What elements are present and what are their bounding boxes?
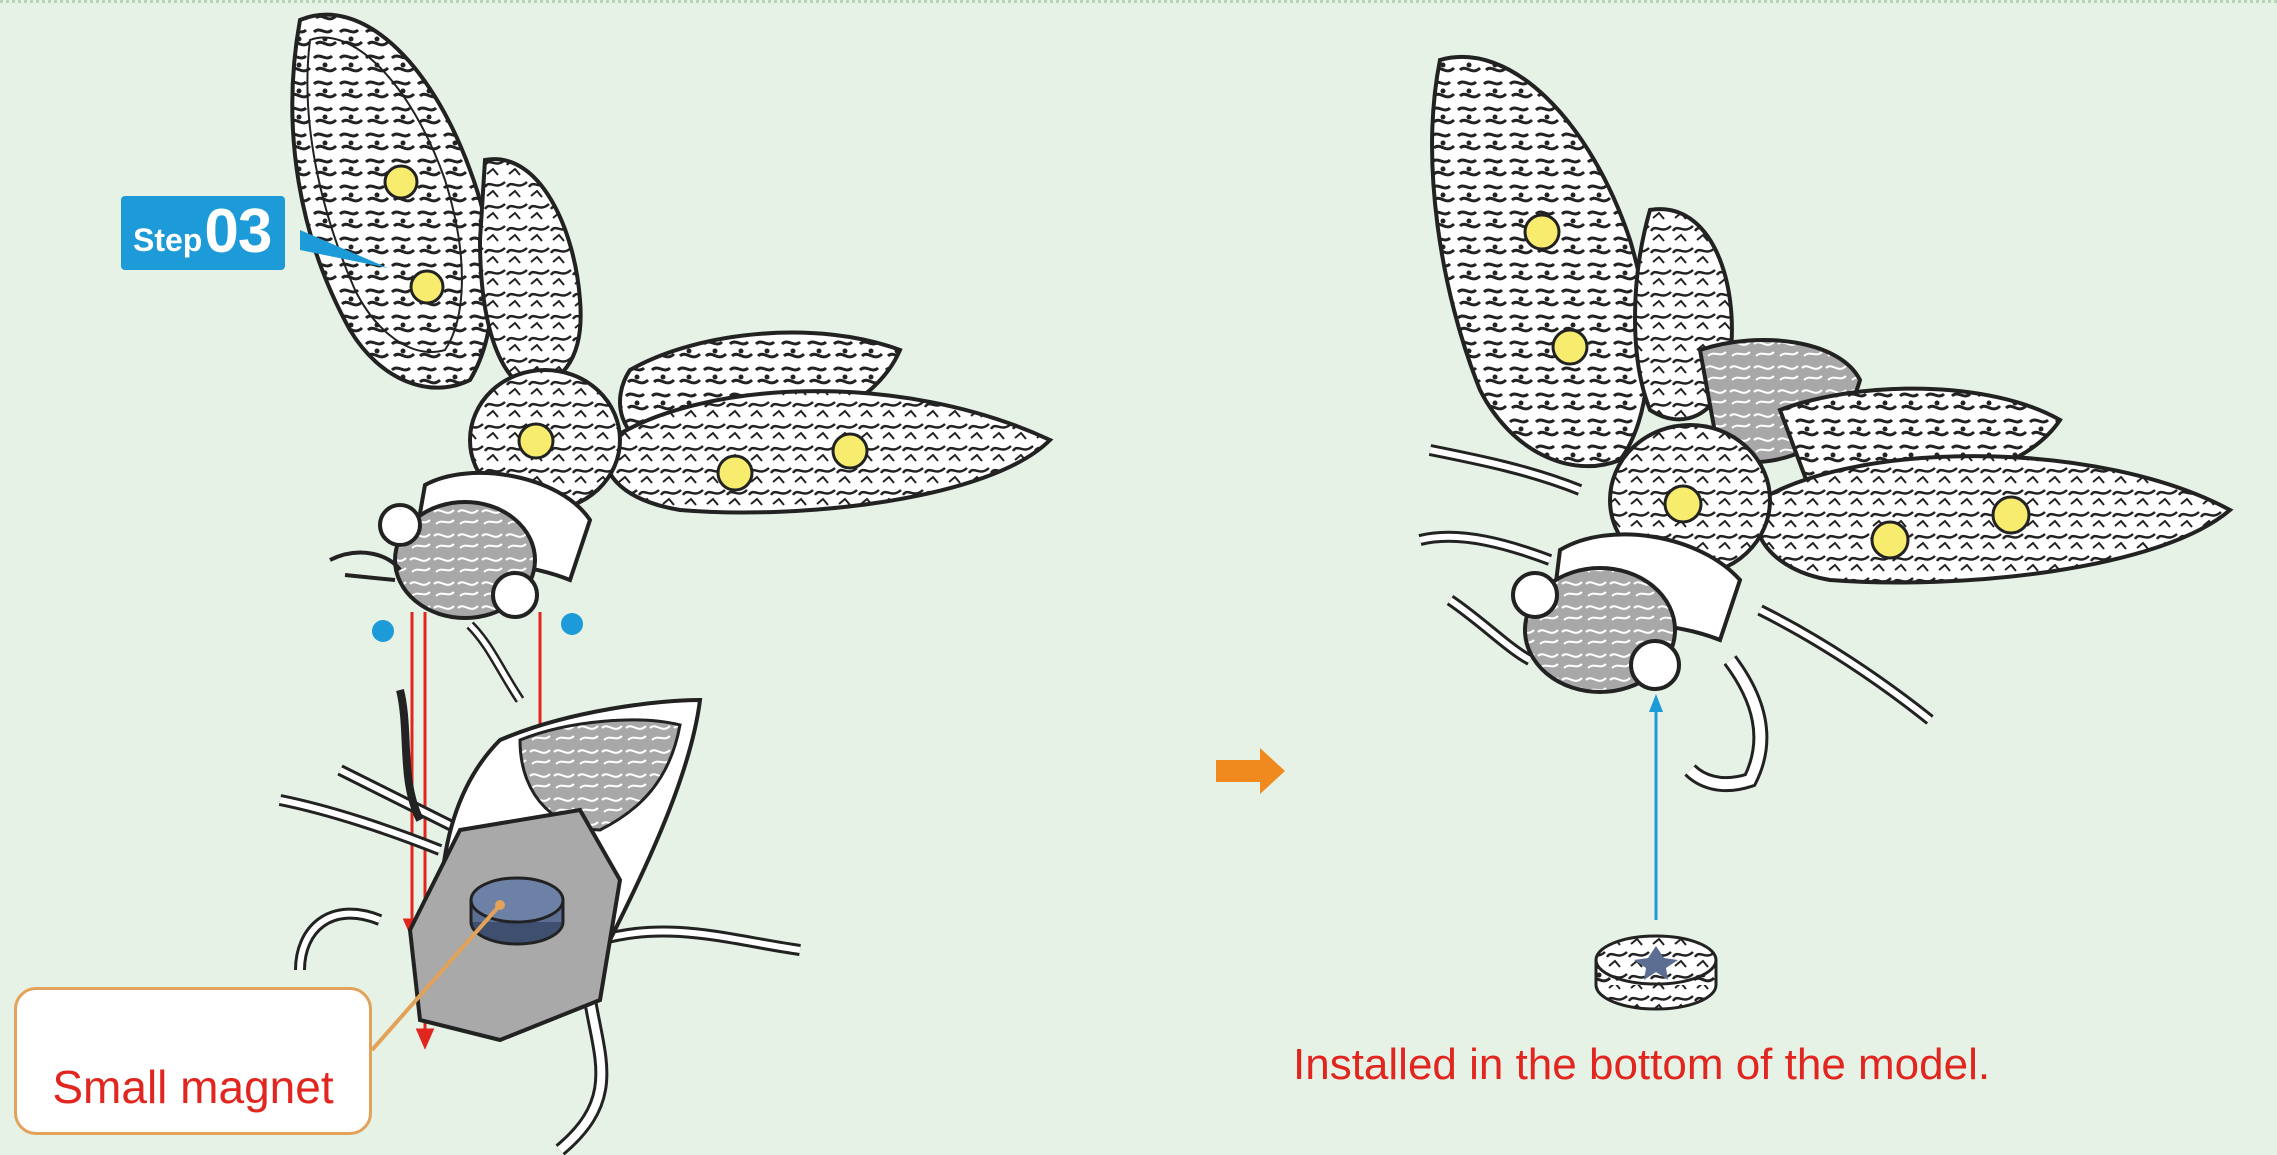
right-moth-complete: [1420, 57, 2230, 784]
left-eye-right: [493, 573, 537, 617]
step-badge: Step 03: [121, 196, 285, 270]
step-number: 03: [204, 201, 271, 263]
right-led-1: [1525, 215, 1559, 249]
right-led-3: [1665, 486, 1701, 522]
base-magnet-disk: [1596, 936, 1716, 1009]
left-led-1: [385, 166, 417, 198]
right-led-4: [1872, 522, 1908, 558]
next-arrow-icon: [1216, 748, 1285, 794]
magnet-callout: Small magnet: [14, 987, 372, 1135]
left-led-3: [519, 424, 553, 458]
left-eye-left: [380, 505, 420, 545]
alignment-dot-right: [561, 613, 583, 635]
left-led-2: [411, 271, 443, 303]
left-led-4: [718, 456, 752, 490]
right-upper-wing: [1432, 57, 1648, 466]
right-led-5: [1993, 497, 2029, 533]
left-moth-upper-part: [292, 15, 1050, 700]
caption-text: Installed in the bottom of the model.: [1293, 1040, 2053, 1090]
left-second-wing: [480, 159, 581, 385]
left-lower-leg-front: [300, 914, 380, 970]
right-eye-left: [1513, 573, 1557, 617]
right-leg-bottom: [1690, 660, 1760, 784]
left-large-wing-front: [606, 391, 1050, 512]
right-blue-guide: [1649, 694, 1663, 920]
step-word: Step: [133, 224, 202, 256]
right-led-2: [1553, 330, 1587, 364]
left-front-leg-a: [330, 553, 400, 580]
callout-label: Small magnet: [17, 1060, 369, 1114]
alignment-dot-left: [372, 620, 394, 642]
left-led-5: [833, 434, 867, 468]
right-eye-right: [1631, 641, 1679, 689]
body-magnet-top: [471, 878, 563, 922]
left-upper-wing-outline: [292, 15, 492, 388]
